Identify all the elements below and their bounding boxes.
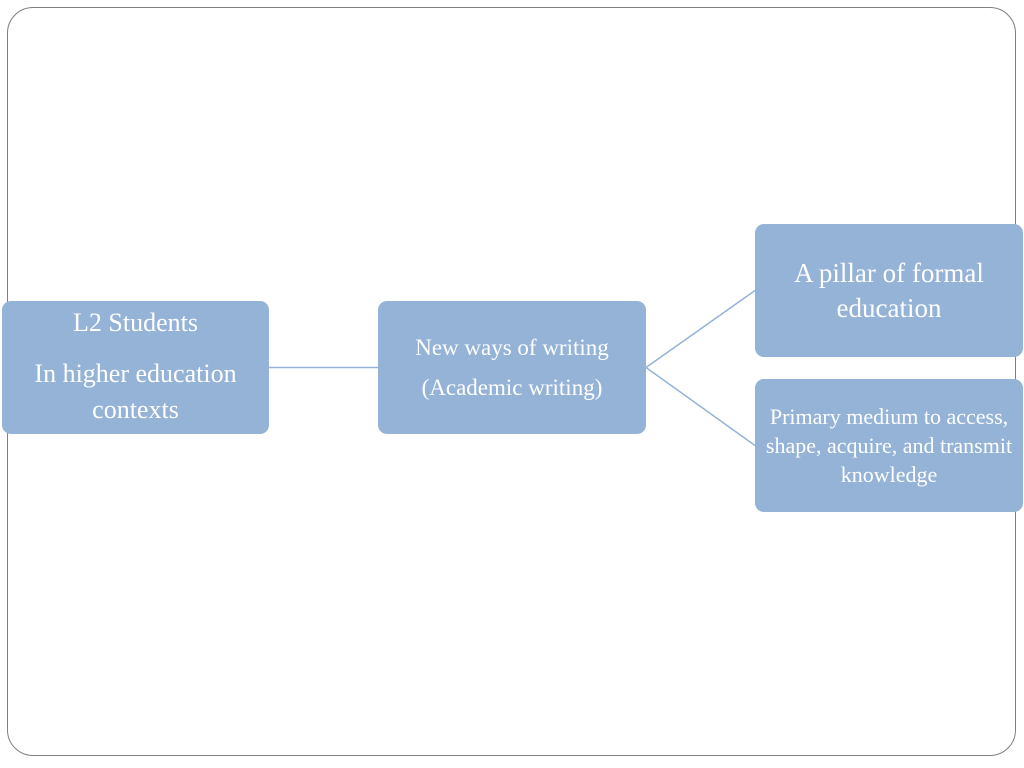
connector-middle-to-top [645, 289, 756, 369]
node-primary-medium: Primary medium to access, shape, acquire… [755, 379, 1023, 512]
connector-middle-to-bottom [645, 366, 756, 447]
node-pillar-text: A pillar of formal education [794, 257, 984, 323]
node-primary-medium-text: Primary medium to access, shape, acquire… [765, 404, 1013, 487]
node-l2-students-title: L2 Students [73, 307, 198, 337]
node-pillar-of-education: A pillar of formal education [755, 224, 1023, 357]
node-new-ways-title: New ways of writing [415, 334, 609, 360]
node-new-ways-of-writing: New ways of writing (Academic writing) [378, 301, 646, 434]
node-l2-students: L2 Students In higher education contexts [2, 301, 269, 434]
node-l2-students-subtitle: In higher education contexts [34, 358, 237, 424]
node-new-ways-subtitle: (Academic writing) [421, 374, 603, 400]
